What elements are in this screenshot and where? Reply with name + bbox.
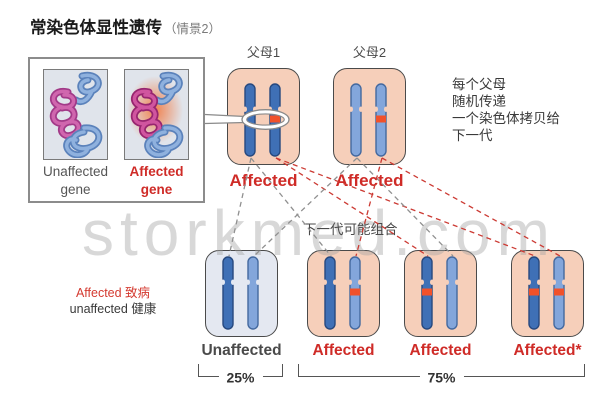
bracket-25: 25% (198, 364, 283, 386)
child-2-box (307, 250, 380, 337)
child-2-unit: Affected (307, 250, 380, 359)
child-3-unit: Affected (404, 250, 477, 359)
parent-2-unit: 父母2 Affected (333, 45, 406, 190)
note-line-4: 下一代 (452, 128, 493, 143)
note-line-1: 每个父母 (452, 77, 506, 92)
parent-1-unit: 父母1 Affected (227, 45, 300, 190)
child-4-box (511, 250, 584, 337)
child-1-box (205, 250, 278, 337)
affected-gene-label-line2: gene (140, 181, 173, 197)
child-1-unit: Unaffected (201, 250, 282, 359)
probability-25-label: 25% (218, 369, 263, 386)
unaffected-gene-image (43, 69, 108, 160)
affected-gene-label-line1: Affected (129, 164, 184, 179)
child-3-box (404, 250, 477, 337)
note-line-3: 一个染色体拷贝给 (452, 111, 560, 126)
affected-gene-label: Affected gene (124, 163, 189, 198)
dna-ribbon-icon (49, 71, 103, 159)
probability-75-label: 75% (419, 369, 464, 386)
unaffected-gene-label-line2: gene (60, 181, 91, 197)
bracket-75: 75% (298, 364, 585, 386)
affected-gene-image (124, 69, 189, 160)
title-main: 常染色体显性遗传 (30, 19, 162, 37)
gene-legend-box: Unaffected gene Affected gene (28, 57, 205, 203)
page-title: 常染色体显性遗传（情景2） (30, 14, 221, 38)
offspring-caption: 下一代可能组合 (303, 222, 398, 237)
unaffected-gene-label-line1: Unaffected (42, 164, 109, 179)
legend-affected-text: Affected 致病 (75, 286, 151, 300)
note-line-2: 随机传递 (452, 94, 506, 109)
unaffected-gene-label: Unaffected gene (43, 163, 108, 198)
parent-1-status: Affected (229, 171, 298, 190)
parent-2-title: 父母2 (352, 45, 387, 60)
inheritance-note: 每个父母 随机传递 一个染色体拷贝给 下一代 (452, 76, 560, 144)
child-2-status: Affected (312, 342, 375, 359)
child-4-unit: Affected* (511, 250, 584, 359)
parent-2-status: Affected (335, 171, 404, 190)
legend-unaffected-text: unaffected 健康 (69, 301, 157, 316)
parent-1-box (227, 68, 300, 165)
parent-2-box (333, 68, 406, 165)
parent-1-title: 父母1 (246, 45, 281, 60)
dna-ribbon-affected-icon (127, 71, 184, 159)
child-1-status: Unaffected (201, 342, 282, 359)
title-scenario: （情景2） (164, 22, 221, 36)
child-4-status: Affected* (513, 342, 582, 359)
child-3-status: Affected (409, 342, 472, 359)
status-color-legend: Affected 致病 unaffected 健康 (48, 286, 178, 317)
